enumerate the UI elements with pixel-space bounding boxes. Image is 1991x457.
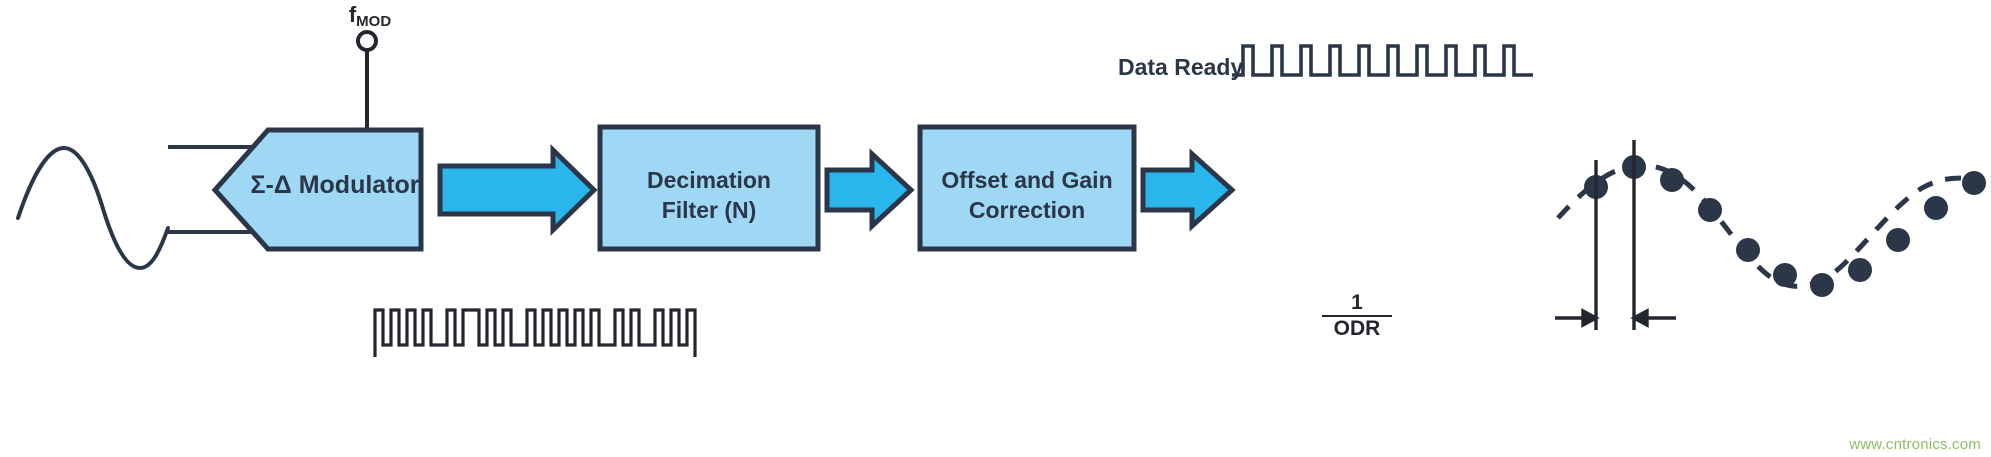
odr-fraction-bar — [1322, 315, 1392, 318]
arrow-modulator-to-decimation — [437, 144, 598, 236]
odr-denominator: ODR — [1333, 317, 1381, 341]
odr-numerator: 1 — [1351, 291, 1363, 314]
odr-dimension-arrows — [1555, 308, 1676, 328]
odr-fraction-label: 1 ODR — [1322, 291, 1392, 341]
sample-point-group — [1584, 155, 1986, 297]
fmod-terminal-icon — [356, 30, 378, 52]
fmod-label-sub: MOD — [356, 13, 392, 30]
sample-point — [1810, 273, 1834, 297]
data-ready-label: Data Ready — [1118, 54, 1244, 80]
sample-point — [1848, 258, 1872, 282]
sample-point — [1698, 198, 1722, 222]
offset-gain-correction-block[interactable] — [917, 124, 1137, 252]
arrow-correction-to-output — [1140, 148, 1236, 232]
modulator-bitstream — [373, 308, 697, 357]
modulator-block[interactable] — [211, 127, 424, 252]
watermark-text: www.cntronics.com — [1849, 436, 1981, 453]
sample-point — [1660, 168, 1684, 192]
data-ready-pulse-train — [1232, 44, 1533, 77]
decimation-filter-block[interactable] — [597, 124, 821, 252]
analog-input-waveform — [16, 145, 170, 271]
fmod-label: fMOD — [320, 2, 420, 30]
sample-point — [1736, 238, 1760, 262]
sample-point — [1773, 263, 1797, 287]
sample-point — [1962, 171, 1986, 195]
fmod-label-main: f — [348, 2, 357, 27]
sample-point — [1924, 196, 1948, 220]
sample-point — [1886, 228, 1910, 252]
arrow-decimation-to-correction — [824, 148, 915, 232]
sampled-output-waveform — [1556, 162, 1975, 289]
